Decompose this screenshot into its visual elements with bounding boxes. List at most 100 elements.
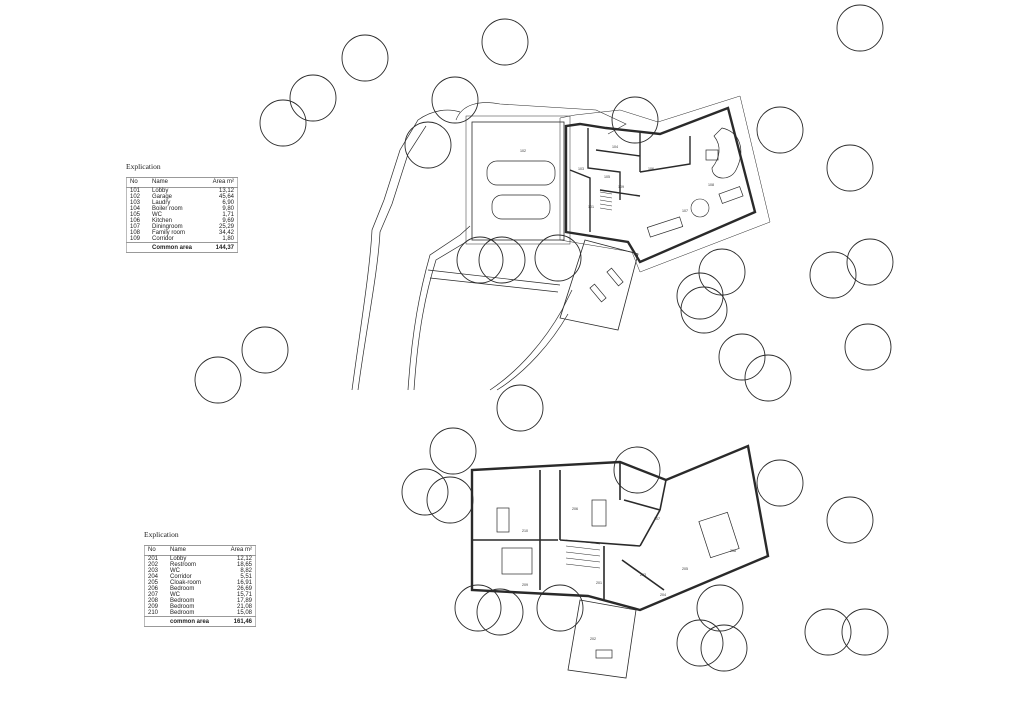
site-path <box>351 109 573 391</box>
tree <box>478 236 526 284</box>
row-area: 6,90 <box>222 199 234 206</box>
row-area: 9,80 <box>222 205 234 212</box>
legend-row: 104 Boiler room 9,80 <box>127 206 238 212</box>
tree <box>836 4 884 52</box>
ground-room-labels: 102 103 104 105 101 106 107 108 109 <box>520 145 714 213</box>
total-label: common area <box>170 616 223 628</box>
row-name: WC <box>170 567 180 574</box>
tree <box>259 99 307 147</box>
legend-header-row: No Name Area m² <box>126 176 238 188</box>
total-label: Common area <box>152 242 205 254</box>
row-no: 103 <box>130 199 141 206</box>
row-no: 202 <box>148 561 159 568</box>
armchair <box>705 149 719 161</box>
row-no: 102 <box>130 193 141 200</box>
row-name: Bedroom <box>170 586 195 593</box>
col-no: No <box>126 176 152 188</box>
tree <box>401 468 449 516</box>
row-no: 203 <box>148 567 159 574</box>
tree <box>289 74 337 122</box>
tree <box>841 608 889 656</box>
row-no: 206 <box>148 586 159 593</box>
room-label: 205 <box>682 567 688 571</box>
row-no: 108 <box>130 230 141 237</box>
row-no: 107 <box>130 224 141 231</box>
tree <box>426 476 474 524</box>
bathtub <box>591 499 607 527</box>
tree <box>700 624 748 672</box>
sofa <box>711 127 742 179</box>
row-name: WC <box>152 211 162 218</box>
row-name: Laudry <box>152 199 171 206</box>
row-name: Corridor <box>152 236 174 243</box>
row-no: 208 <box>148 598 159 605</box>
tree <box>476 588 524 636</box>
row-area: 8,82 <box>240 567 252 574</box>
room-label: 208 <box>730 549 736 553</box>
room-label: 108 <box>708 183 714 187</box>
tree <box>804 608 852 656</box>
legend-title: Explication <box>144 530 179 539</box>
row-area: 12,12 <box>236 555 252 562</box>
room-label: 209 <box>522 583 528 587</box>
room-label: 101 <box>588 205 594 209</box>
col-name: Name <box>170 544 223 556</box>
room-label: 201 <box>596 581 602 585</box>
row-area: 1,80 <box>222 236 234 243</box>
tree <box>429 427 477 475</box>
row-no: 209 <box>148 604 159 611</box>
bathtub <box>496 507 510 533</box>
stairs <box>599 191 613 211</box>
row-area: 1,71 <box>222 211 234 218</box>
row-name: Boiler room <box>152 205 183 212</box>
row-name: Diningroom <box>152 224 183 231</box>
tree <box>826 496 874 544</box>
row-name: Lobby <box>152 187 169 194</box>
row-no: 104 <box>130 205 141 212</box>
tree <box>481 18 529 66</box>
tree <box>718 333 766 381</box>
tree <box>611 96 659 144</box>
row-area: 25,29 <box>218 224 234 231</box>
legend-total-row: Common area 144,37 <box>126 242 238 254</box>
deck-chair <box>589 283 607 303</box>
entrance-path <box>455 102 627 135</box>
room-label: 102 <box>520 149 526 153</box>
row-area: 21,08 <box>236 604 252 611</box>
tree <box>496 384 544 432</box>
row-no: 106 <box>130 218 141 225</box>
tree <box>456 236 504 284</box>
col-area: Area m² <box>222 544 256 556</box>
legend-row: 109 Corridor 1,80 <box>127 236 238 243</box>
balcony <box>567 599 637 679</box>
room-label: 206 <box>572 507 578 511</box>
total-area: 161,46 <box>222 616 256 628</box>
row-area: 9,69 <box>222 218 234 225</box>
bed <box>698 511 740 559</box>
terrace <box>559 239 639 331</box>
col-no: No <box>144 544 170 556</box>
upper-floor-plan <box>470 444 770 679</box>
row-name: Garage <box>152 193 173 200</box>
col-name: Name <box>152 176 205 188</box>
car <box>486 160 556 186</box>
row-no: 210 <box>148 610 159 617</box>
tree <box>676 272 724 320</box>
tree <box>536 584 584 632</box>
tree <box>696 584 744 632</box>
row-no: 109 <box>130 236 141 243</box>
row-name: WC <box>170 592 180 599</box>
row-area: 5,51 <box>240 573 252 580</box>
row-name: Corridor <box>170 573 192 580</box>
